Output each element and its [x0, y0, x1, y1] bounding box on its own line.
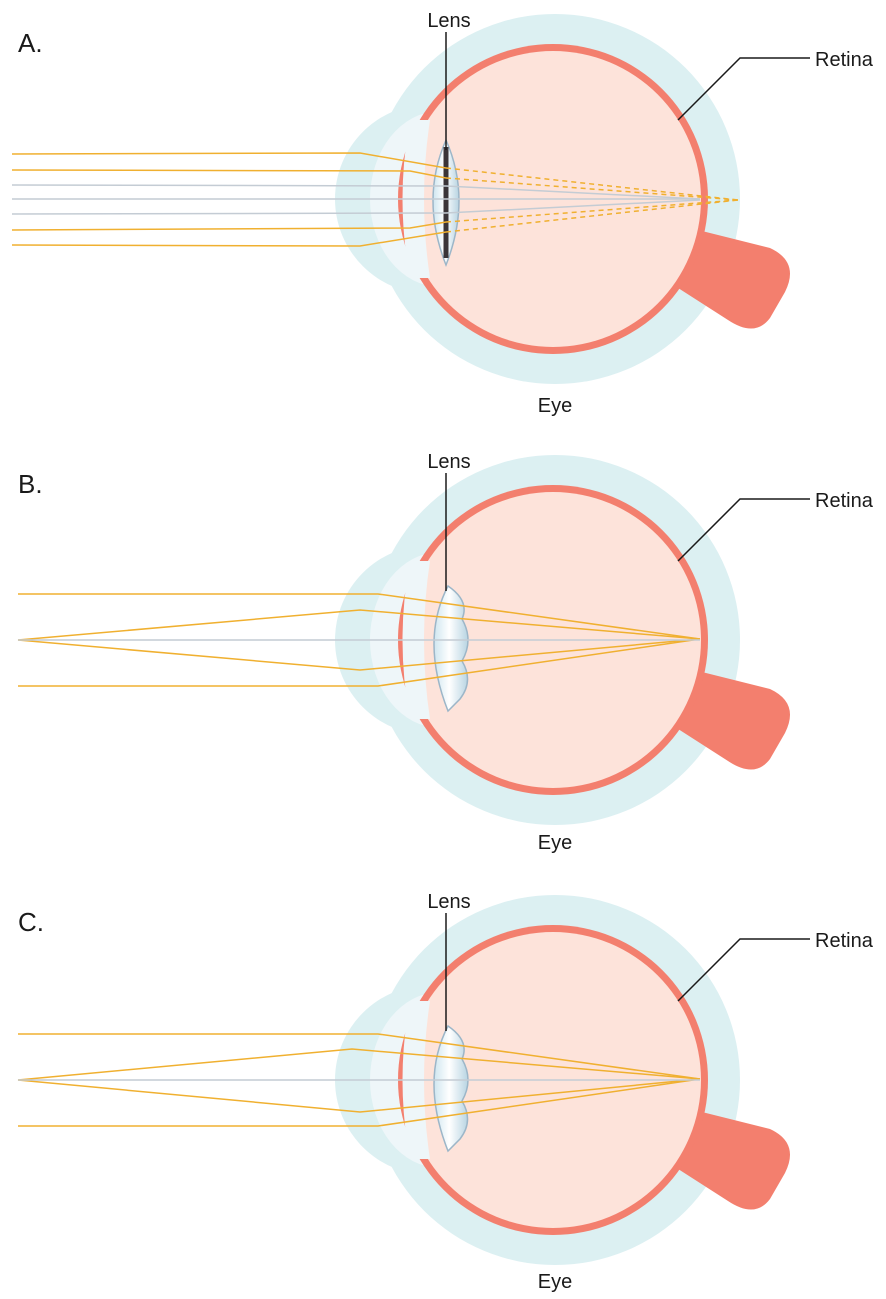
eye-label: Eye	[538, 1271, 572, 1293]
eye-label: Eye	[538, 832, 572, 854]
panel-a: A. Lens Retina Eye	[12, 10, 874, 417]
retina-label: Retina	[815, 930, 874, 952]
lens-label: Lens	[427, 451, 470, 473]
panel-b: B. Lens Retina Eye	[18, 451, 874, 854]
eye-label: Eye	[538, 395, 572, 417]
retina-label: Retina	[815, 490, 874, 512]
panel-letter: C.	[18, 907, 44, 937]
panel-letter: A.	[18, 28, 43, 58]
lens-label: Lens	[427, 10, 470, 32]
lens-label: Lens	[427, 891, 470, 913]
panel-letter: B.	[18, 469, 43, 499]
panel-c: C. Lens Retina Eye	[18, 891, 874, 1293]
retina-label: Retina	[815, 49, 874, 71]
